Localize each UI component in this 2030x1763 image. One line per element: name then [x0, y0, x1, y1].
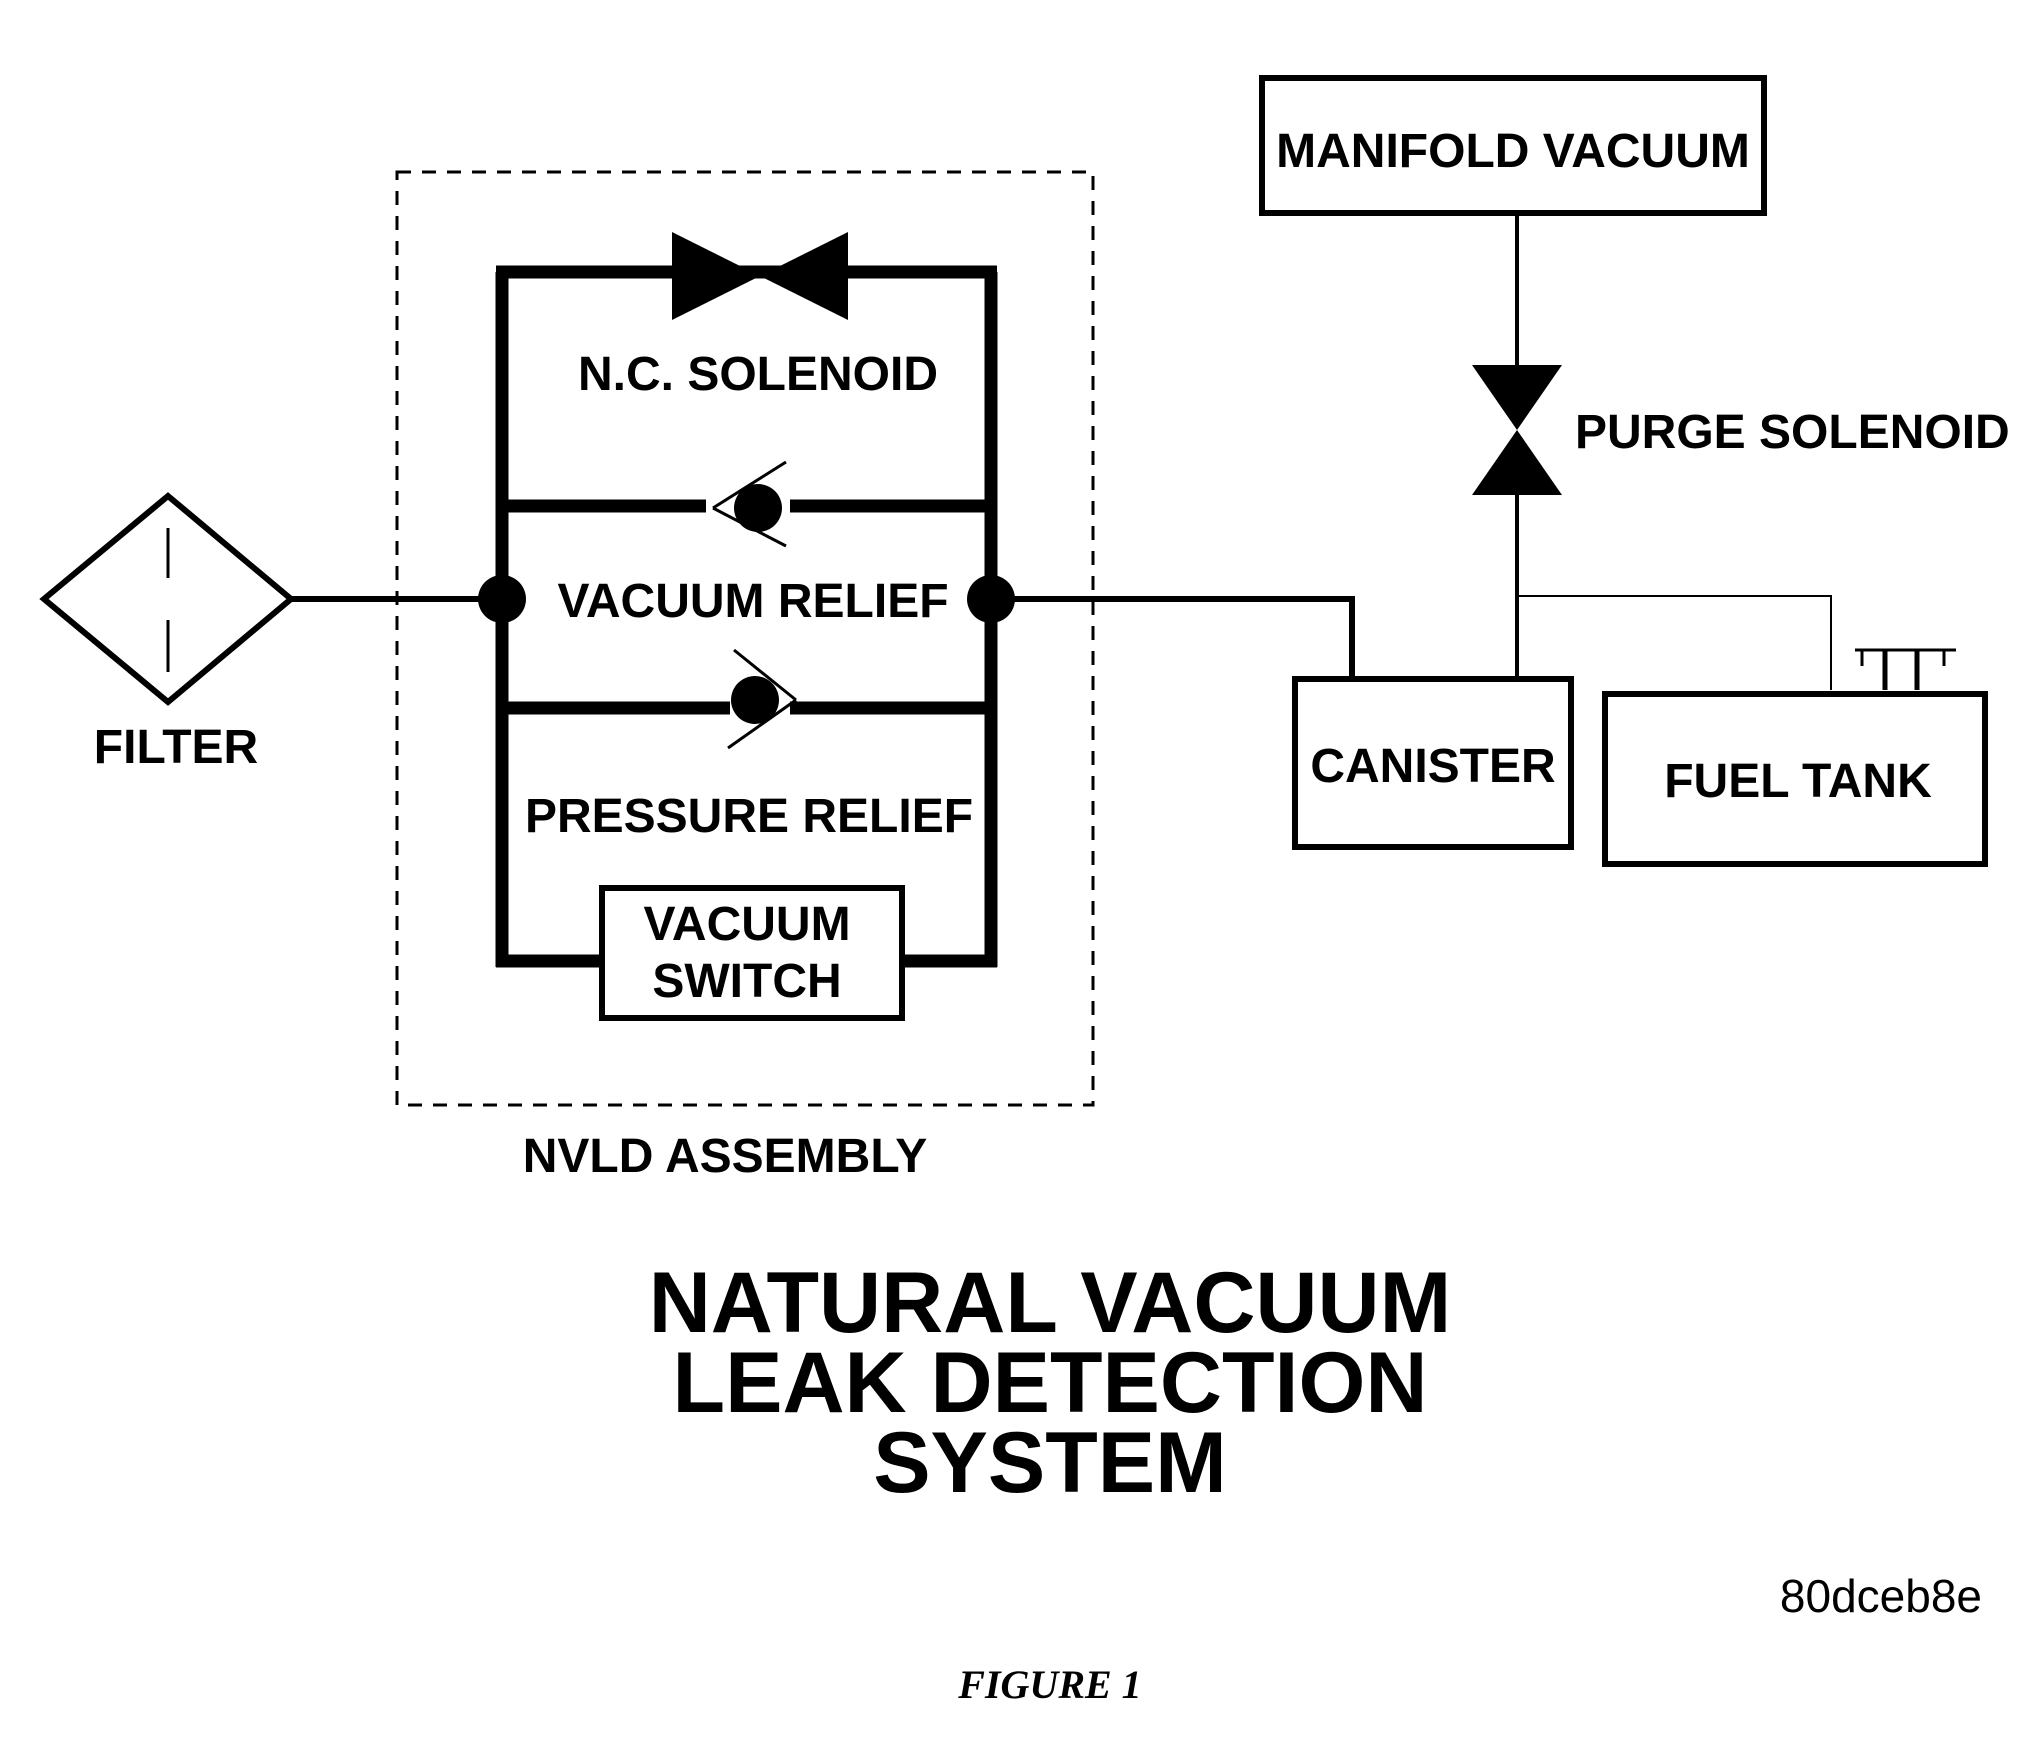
vacuum-switch-label-line1: VACUUM	[643, 898, 850, 951]
nvld-assembly-boundary	[395, 170, 1095, 1107]
fuel-tank-box	[1602, 691, 1988, 867]
canister-line	[991, 596, 1355, 679]
filter-symbol	[39, 492, 296, 706]
title-line-2: LEAK DETECTION	[673, 1335, 1428, 1431]
vacuum-relief-label: VACUUM RELIEF	[557, 575, 948, 628]
nc-solenoid-valve-icon	[672, 232, 848, 320]
nvld-assembly-label: NVLD ASSEMBLY	[523, 1130, 928, 1183]
vacuum-switch-box	[599, 885, 905, 1021]
canister-label: CANISTER	[1310, 740, 1555, 793]
fuel-tank-vent-line	[1517, 595, 1832, 690]
pressure-relief-label: PRESSURE RELIEF	[525, 790, 973, 843]
manifold-vacuum-box	[1259, 75, 1767, 216]
canister-box	[1292, 676, 1574, 850]
pressure-relief-check-valve-icon	[727, 648, 797, 750]
nc-solenoid-label: N.C. SOLENOID	[578, 348, 938, 401]
purge-solenoid-label: PURGE SOLENOID	[1575, 406, 2010, 459]
figure-caption: FIGURE 1	[957, 1662, 1141, 1707]
filter-label: FILTER	[94, 721, 258, 774]
title-line-3: SYSTEM	[873, 1415, 1227, 1511]
figure-code: 80dceb8e	[1780, 1570, 1982, 1622]
vacuum-switch-label-line2: SWITCH	[652, 955, 841, 1008]
vacuum-relief-check-valve-icon	[712, 460, 787, 548]
fuel-tank-label: FUEL TANK	[1664, 755, 1932, 808]
junction-dot-left	[478, 575, 526, 623]
fuel-filler-icon	[1855, 648, 1956, 690]
purge-solenoid-valve-icon	[1472, 365, 1562, 495]
title-line-1: NATURAL VACUUM	[649, 1255, 1452, 1351]
manifold-vacuum-label: MANIFOLD VACUUM	[1276, 125, 1750, 178]
